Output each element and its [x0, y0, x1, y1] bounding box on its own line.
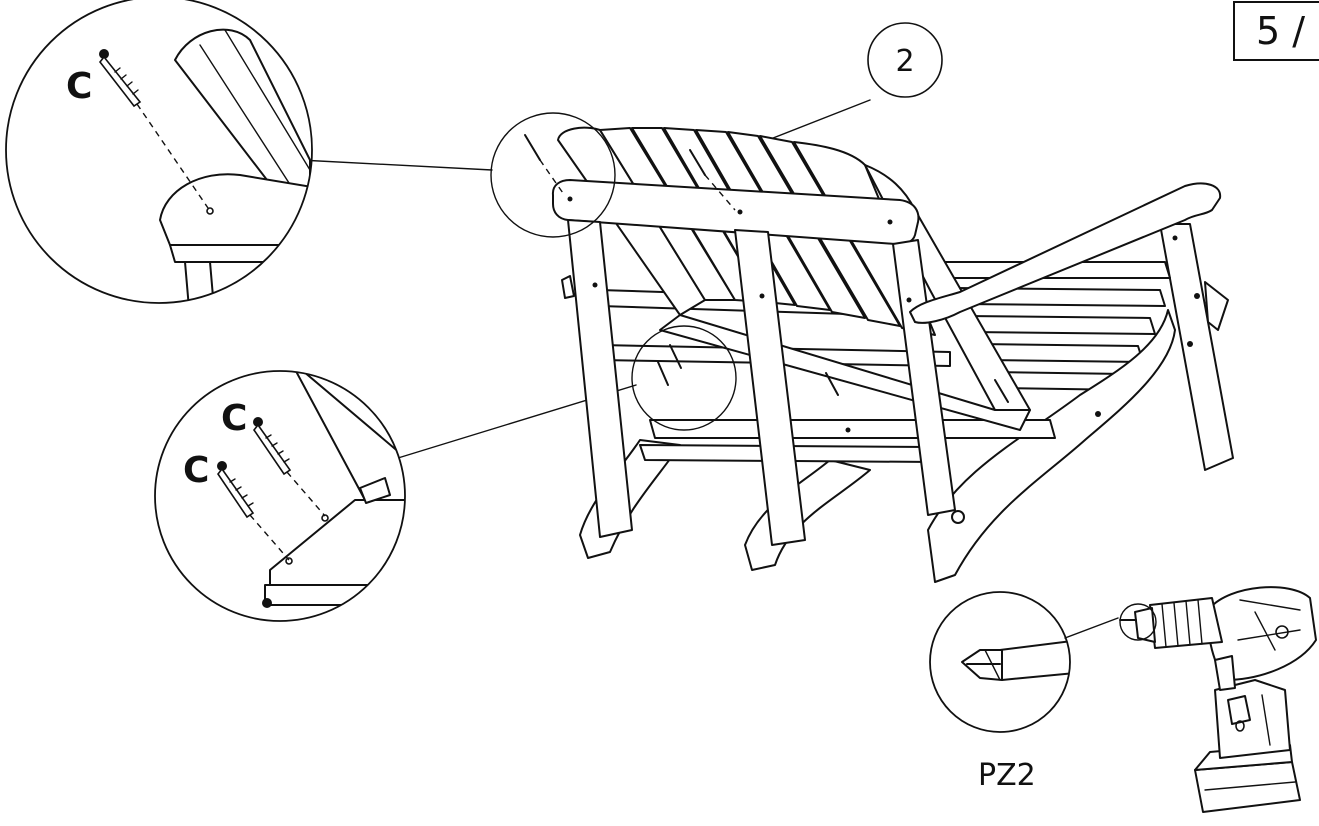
chair-assembly	[490, 112, 1234, 583]
leader-line-top	[299, 159, 493, 171]
center-rear-post	[734, 229, 806, 546]
page-number-text: 5 /	[1256, 9, 1305, 53]
screws-on-chair	[524, 134, 1009, 403]
right-bracket	[1204, 281, 1229, 331]
detail-marker-top	[490, 112, 616, 238]
part-callout-2: 2	[867, 22, 943, 98]
cordless-drill-icon	[1119, 586, 1317, 813]
detail-marker-middle	[631, 325, 737, 431]
top-back-rail	[551, 179, 920, 246]
bit-detail: PZ2	[929, 591, 1071, 793]
leader-line-bit	[1064, 617, 1119, 639]
right-armrest	[909, 182, 1222, 324]
page-number-box: 5 /	[1233, 1, 1319, 61]
part-callout-circle	[867, 22, 943, 98]
right-front-leg	[1159, 223, 1234, 471]
detail-view-middle-left: C C	[154, 370, 406, 622]
rail-closeup	[159, 173, 312, 246]
screw-c-icon	[253, 417, 326, 517]
left-rear-post	[567, 219, 633, 538]
screw-c-icon	[217, 461, 290, 561]
bit-label: PZ2	[978, 758, 1036, 793]
fastener-label-c: C	[183, 450, 209, 491]
page-number-frame	[1233, 1, 1319, 61]
slat-edge-closeup	[289, 371, 405, 501]
fastener-label-c: C	[221, 398, 247, 439]
screw-c-icon	[98, 49, 209, 209]
seat-board-closeup	[269, 499, 405, 586]
phillips-bit-icon	[961, 639, 1070, 681]
fastener-label-c: C	[66, 66, 92, 107]
detail-view-top-left: C	[5, 0, 313, 304]
part-number-2: 2	[895, 44, 914, 79]
right-rear-post	[892, 239, 956, 516]
